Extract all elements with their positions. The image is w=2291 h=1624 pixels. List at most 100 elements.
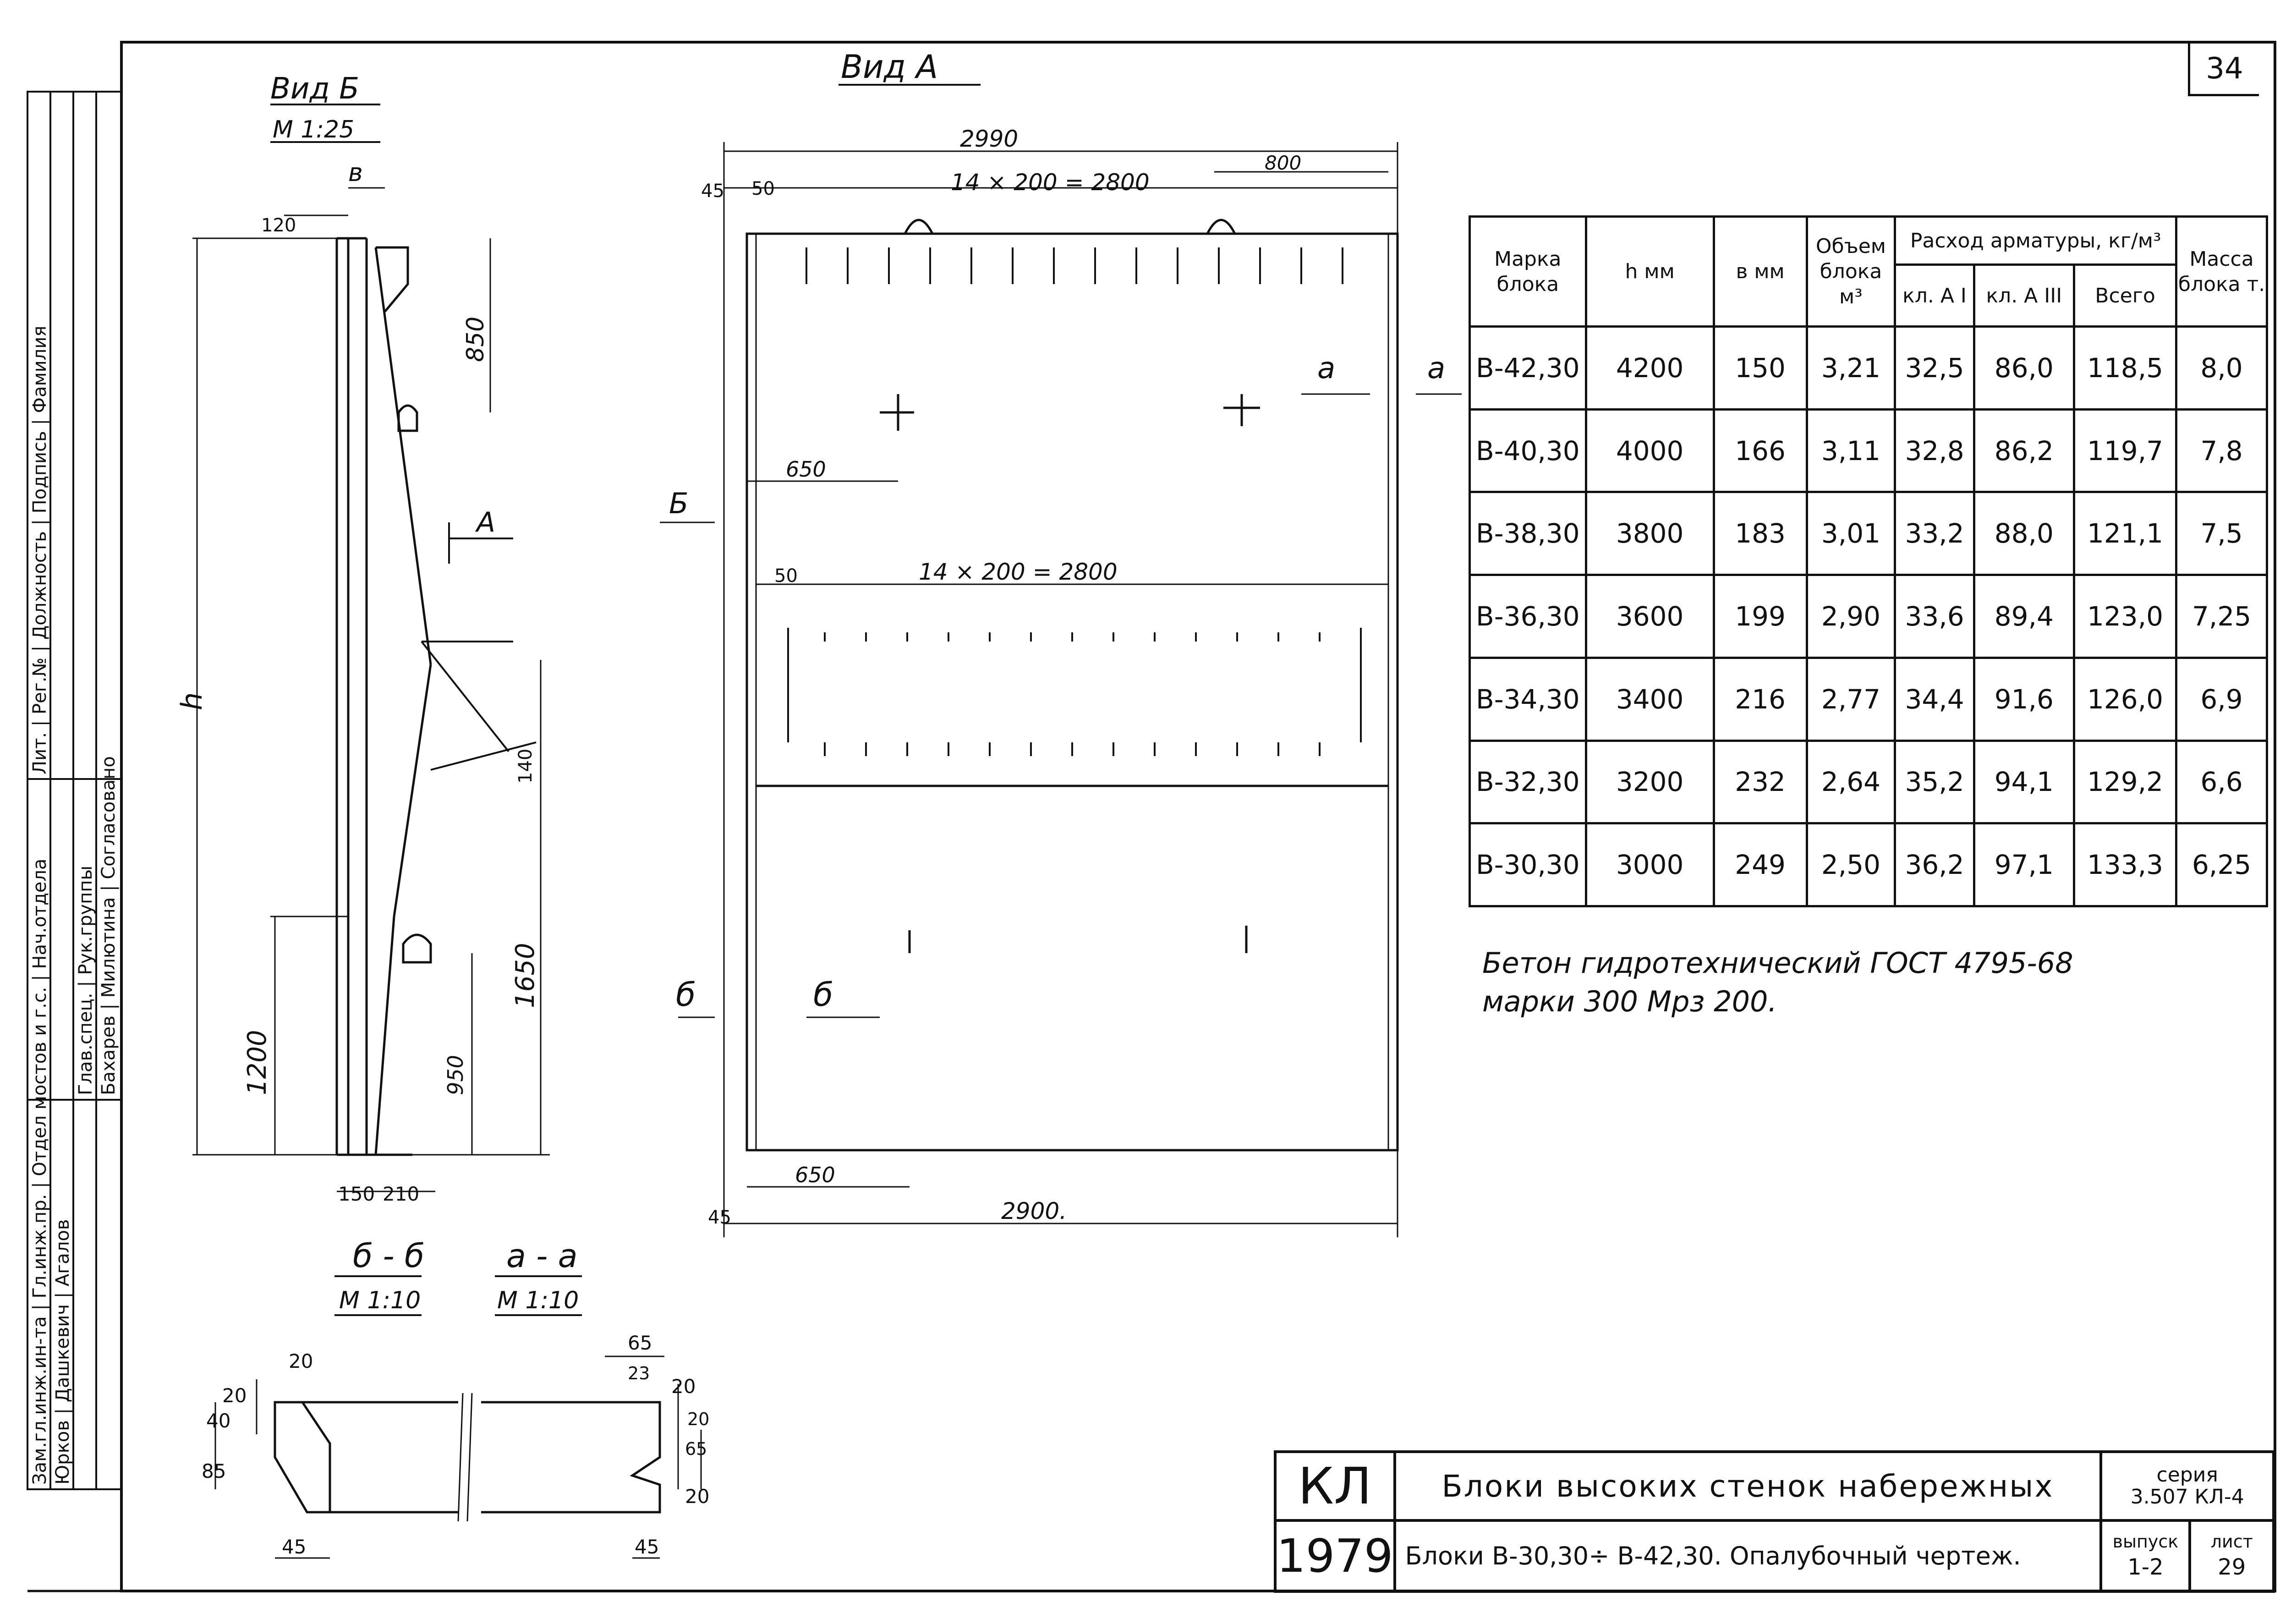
table-cell: 3600 <box>1584 574 1715 659</box>
drawing-labels: Вид А Вид Б М 1:25 2990 800 45 50 14 × 2… <box>175 48 1445 1558</box>
dim-loops-top: 14 × 200 = 2800 <box>951 169 1150 196</box>
sec-l-20-top: 20 <box>289 1350 313 1372</box>
table-cell: 86,0 <box>1973 325 2075 411</box>
sec-r-20-top: 20 <box>671 1375 696 1398</box>
table-cell: В-34,30 <box>1469 656 1587 742</box>
dim-650-top: 650 <box>786 457 826 482</box>
table-cell: 3,11 <box>1805 408 1896 494</box>
dim-bottom-150: 150 <box>338 1183 375 1205</box>
table-cell: 6,6 <box>2175 739 2268 825</box>
dim-overall-top: 2990 <box>960 126 1018 152</box>
table-cell: 3000 <box>1584 822 1715 907</box>
table-cell: 6,9 <box>2175 656 2268 742</box>
side-stamp-grid <box>27 91 122 1490</box>
dim-950: 950 <box>443 1055 468 1095</box>
th-vsego: Всего <box>2072 263 2178 328</box>
view-a-title: Вид А <box>841 48 938 86</box>
table-cell: 88,0 <box>1973 491 2075 576</box>
tb-sheet: лист 29 <box>2188 1519 2275 1593</box>
tb-subtitle: Блоки В-30,30÷ В-42,30. Опалубочный черт… <box>1393 1519 2103 1593</box>
section-bb-scale: М 1:10 <box>339 1287 421 1314</box>
dim-edge-45: 45 <box>701 181 724 202</box>
table-cell: 126,0 <box>2072 656 2178 742</box>
sec-r-65-side: 65 <box>685 1439 707 1459</box>
view-a-drawing <box>660 142 1462 1237</box>
sec-r-20-mid: 20 <box>687 1409 709 1429</box>
table-cell: 4200 <box>1584 325 1715 411</box>
table-cell: В-32,30 <box>1469 739 1587 825</box>
sec-r-45: 45 <box>635 1536 659 1558</box>
cut-a-label: а <box>1317 351 1335 385</box>
dim-mid-50: 50 <box>774 565 798 587</box>
table-cell: 33,2 <box>1894 491 1975 576</box>
dim-140: 140 <box>515 749 536 784</box>
dim-loops-mid: 14 × 200 = 2800 <box>919 559 1118 585</box>
dim-bottom-210: 210 <box>383 1183 419 1205</box>
table-cell: 123,0 <box>2072 574 2178 659</box>
table-cell: 3,01 <box>1805 491 1896 576</box>
dim-b-label: в <box>348 158 363 187</box>
tb-sheet-label: лист <box>2210 1531 2253 1552</box>
table-cell: 249 <box>1712 822 1808 907</box>
table-cell: 7,25 <box>2175 574 2268 659</box>
table-cell: В-40,30 <box>1469 408 1587 494</box>
table-cell: 89,4 <box>1973 574 2075 659</box>
dim-650-bottom: 650 <box>795 1163 835 1187</box>
table-cell: 33,6 <box>1894 574 1975 659</box>
dim-overall-bottom: 2900. <box>1001 1198 1067 1224</box>
table-cell: 4000 <box>1584 408 1715 494</box>
table-cell: 3200 <box>1584 739 1715 825</box>
dim-top-120: 120 <box>261 215 296 236</box>
th-b: в мм <box>1712 215 1808 328</box>
sec-l-20-side: 20 <box>222 1384 247 1407</box>
table-cell: 3400 <box>1584 656 1715 742</box>
view-b-drawing <box>192 187 550 1192</box>
side-stamp-col2: Юрков | Дашкевич | Агалов <box>52 1219 73 1485</box>
table-cell: 7,8 <box>2175 408 2268 494</box>
table-cell: 2,50 <box>1805 822 1896 907</box>
table-cell: 129,2 <box>2072 739 2178 825</box>
view-b-scale: М 1:25 <box>273 116 354 143</box>
table-cell: 35,2 <box>1894 739 1975 825</box>
table-cell: 3,21 <box>1805 325 1896 411</box>
sec-l-40: 40 <box>206 1410 230 1432</box>
table-cell: 34,4 <box>1894 656 1975 742</box>
sec-l-85: 85 <box>202 1460 226 1482</box>
table-cell: 32,8 <box>1894 408 1975 494</box>
table-cell: 232 <box>1712 739 1808 825</box>
tb-issue-value: 1-2 <box>2127 1554 2164 1580</box>
table-cell: 2,64 <box>1805 739 1896 825</box>
table-cell: В-42,30 <box>1469 325 1587 411</box>
table-cell: 216 <box>1712 656 1808 742</box>
table-cell: 133,3 <box>2072 822 2178 907</box>
note-line-2: марки 300 Мрз 200. <box>1482 985 1777 1018</box>
table-cell: 86,2 <box>1973 408 2075 494</box>
side-stamp-col1: Зам.гл.инж.ин-та | Гл.инж.пр. | Отдел мо… <box>29 858 50 1485</box>
table-cell: 36,2 <box>1894 822 1975 907</box>
title-block: КЛ Блоки высоких стенок набережных серия… <box>1274 1450 2275 1593</box>
tb-sheet-value: 29 <box>2218 1554 2246 1580</box>
cut-b-right: б <box>813 976 833 1014</box>
table-cell: 166 <box>1712 408 1808 494</box>
table-cell: 2,90 <box>1805 574 1896 659</box>
tb-title: Блоки высоких стенок набережных <box>1393 1450 2103 1522</box>
sec-r-20-bottom: 20 <box>685 1485 709 1508</box>
side-stamp-col3: Глав.спец. | Рук.группы <box>75 866 96 1095</box>
concrete-note: Бетон гидротехнический ГОСТ 4795-68 марк… <box>1482 944 2073 1021</box>
cut-b-left: б <box>676 976 696 1014</box>
table-cell: 7,5 <box>2175 491 2268 576</box>
dim-bottom-45: 45 <box>708 1207 731 1228</box>
section-aa-title: а - а <box>506 1237 578 1275</box>
th-kl-a1: кл. А I <box>1894 263 1975 328</box>
table-cell: 6,25 <box>2175 822 2268 907</box>
table-cell: 118,5 <box>2072 325 2178 411</box>
cut-b-arrow: Б <box>669 487 689 520</box>
